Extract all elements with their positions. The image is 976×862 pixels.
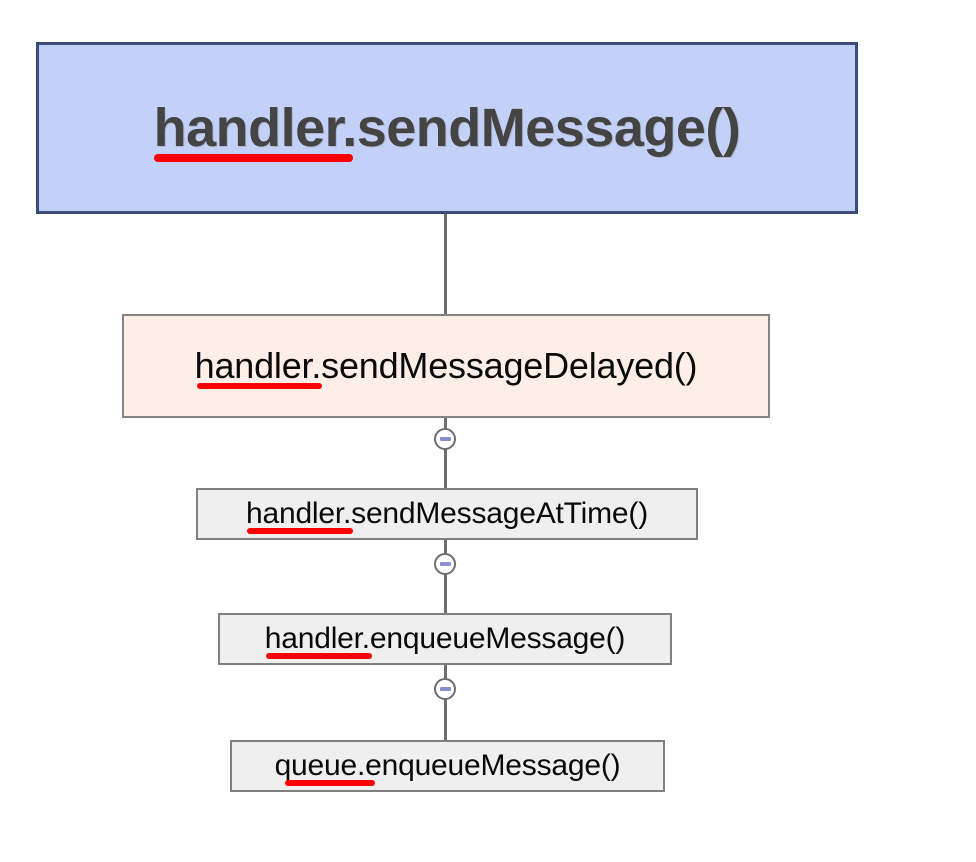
node-label: handler.sendMessageAtTime() [245,497,649,534]
collapse-minus-icon[interactable] [434,678,456,700]
node-label: handler.enqueueMessage() [264,622,626,659]
node-text: handler.sendMessageAtTime() [245,497,649,530]
node-text: handler.sendMessage() [153,98,741,158]
minus-glyph [439,437,451,441]
node-handler-sendmessagedelayed[interactable]: handler.sendMessageDelayed() [122,314,770,418]
node-text: queue.enqueueMessage() [274,749,621,782]
collapse-minus-icon[interactable] [434,428,456,450]
red-underline [246,528,353,534]
red-underline [153,154,353,162]
edge-attime-to-enqueue [444,540,447,613]
node-text: handler.enqueueMessage() [264,622,626,655]
node-handler-sendmessageattime[interactable]: handler.sendMessageAtTime() [196,488,698,540]
red-underline [265,653,372,659]
red-underline [196,383,322,389]
node-text: handler.sendMessageDelayed() [194,345,698,386]
collapse-minus-icon[interactable] [434,553,456,575]
node-label: handler.sendMessageDelayed() [194,345,698,389]
minus-glyph [439,562,451,566]
node-label: handler.sendMessage() [153,98,741,162]
minus-glyph [439,687,451,691]
node-queue-enqueuemessage[interactable]: queue.enqueueMessage() [230,740,665,792]
node-handler-sendmessage[interactable]: handler.sendMessage() [36,42,858,214]
red-underline [284,780,375,786]
node-label: queue.enqueueMessage() [274,749,621,786]
edge-root-to-delayed [444,214,447,314]
edge-enqueue-to-queue [444,665,447,740]
node-handler-enqueuemessage[interactable]: handler.enqueueMessage() [218,613,672,665]
edge-delayed-to-attime [444,418,447,488]
